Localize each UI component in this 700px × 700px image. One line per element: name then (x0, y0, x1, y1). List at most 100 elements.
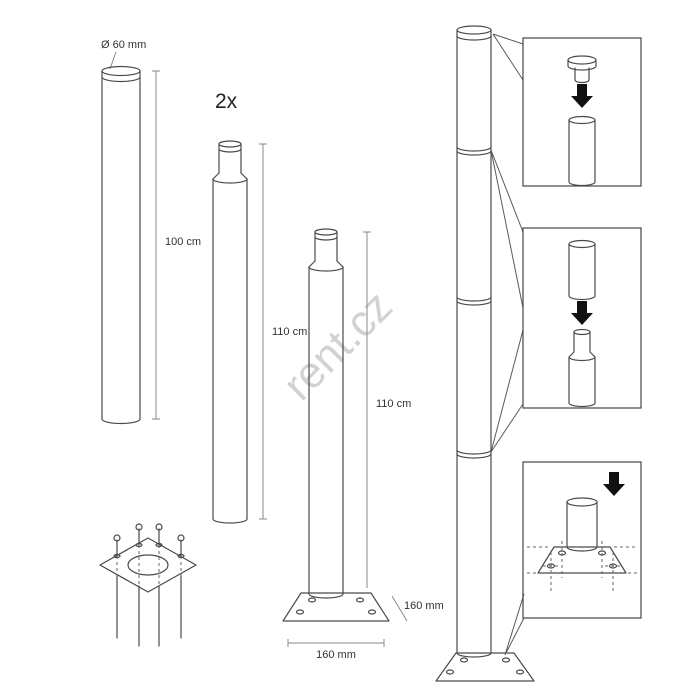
spigot-sides (218, 143, 242, 174)
detail-box-frame (522, 461, 642, 619)
stub-top-ellipse (566, 497, 598, 507)
tube-body (568, 119, 596, 187)
anchor-legs (116, 545, 182, 647)
joint-seam-middle (456, 296, 492, 306)
part-ground-anchor (99, 523, 197, 647)
tube-open-top (568, 115, 596, 125)
tube-top-rim (101, 76, 141, 83)
tube-top-ellipse (101, 65, 141, 77)
bolt-axis-lines (550, 541, 614, 592)
tube-body (568, 243, 596, 301)
detail-box-frame (522, 37, 642, 187)
tube-bottom-arc (212, 518, 248, 524)
bolt-hole (445, 669, 455, 675)
base-side-label: 160 mm (404, 600, 444, 612)
detail-box-frame (522, 227, 642, 409)
dimension-line (152, 70, 160, 420)
legs (116, 575, 182, 647)
pole-sides (456, 29, 492, 654)
spigot-top-ellipse (314, 228, 338, 236)
part-base-tube: 110 cm 160 mm 160 mm (282, 228, 444, 661)
tube-bottom-arc (308, 593, 344, 599)
part-single-tube: Ø 60 mm 100 cm (101, 39, 201, 425)
insert-down-arrow-icon (571, 301, 593, 325)
spigot-sides (314, 231, 338, 262)
tube-sides (212, 178, 248, 520)
mount-down-arrow-icon (603, 472, 625, 496)
pole-top-ellipse (456, 25, 492, 35)
length-dimension: 110 cm (259, 143, 307, 520)
legs-hidden-segments (116, 545, 182, 586)
tube-sides (308, 266, 344, 595)
bolt-hole (459, 657, 469, 663)
joint-seam-upper (456, 146, 492, 156)
detail-box-cap-insertion (522, 37, 642, 187)
bolt-hole (501, 657, 511, 663)
spigot-top-ellipse (573, 328, 591, 336)
diameter-leader-line (109, 51, 117, 70)
cap-stem (574, 67, 590, 84)
shoulder-taper (212, 172, 248, 180)
tube-open-top (568, 239, 596, 249)
length-label: 100 cm (165, 236, 201, 248)
length-dimension: 110 cm (363, 231, 411, 588)
callout-base (504, 593, 525, 656)
stub-body (566, 501, 598, 552)
bolt-hole (515, 669, 525, 675)
cap-disc-side (567, 59, 597, 71)
pole-base-flange (435, 652, 535, 682)
part-extension-tube: 2x 110 cm (212, 90, 307, 524)
detail-box-segment-joint (522, 227, 642, 409)
joint-seam-lower (456, 449, 492, 459)
pole-stub (566, 497, 598, 552)
flange-plate (282, 592, 390, 622)
flange-plate (435, 652, 535, 682)
shoulder-arc (308, 266, 344, 272)
tube-bottom-arc (101, 418, 141, 425)
length-dimension: 100 cm (152, 70, 201, 420)
dimension-line (259, 143, 267, 520)
stud-nut (135, 523, 143, 531)
callout-upper-joint (490, 149, 524, 309)
tube-body (212, 140, 248, 524)
pole-top-rim (456, 35, 492, 41)
bolt-hole (367, 609, 377, 615)
anchor-center-hole (127, 554, 169, 576)
stud-bolts (116, 528, 182, 557)
quantity-label: 2x (215, 90, 238, 113)
tube-body (568, 356, 596, 408)
bolt-hole (295, 609, 305, 615)
base-front-dimension: 160 mm (287, 639, 385, 661)
detail-box-base-mounting (522, 461, 642, 619)
pole-bottom-arc (456, 652, 492, 658)
callout-lines (490, 33, 525, 656)
dimension-line (363, 231, 371, 588)
spigot-rim (314, 236, 338, 241)
base-flange (282, 592, 390, 622)
tube-body (308, 228, 344, 599)
spigot-top-ellipse (218, 140, 242, 148)
stud-nut (155, 523, 163, 531)
diameter-label: Ø 60 mm (101, 39, 146, 51)
receiving-tube (568, 115, 596, 187)
tube-body (101, 65, 141, 425)
anchor-bolt-axes (527, 541, 637, 592)
anchor-plate (99, 537, 197, 593)
bolt-hole (307, 597, 317, 603)
base-side-dimension: 160 mm (391, 595, 444, 622)
lower-segment (568, 328, 596, 408)
stud-nut (177, 534, 185, 542)
cap-piece (567, 55, 597, 84)
flange-plate (537, 546, 627, 574)
bolt-hole (355, 597, 365, 603)
stud-nut (113, 534, 121, 542)
upper-segment (568, 239, 596, 301)
length-label: 110 cm (376, 398, 411, 410)
callout-top-cap (492, 33, 524, 81)
length-label: 110 cm (272, 326, 307, 338)
dimension-line (287, 639, 385, 647)
tube-sides (101, 70, 141, 420)
insert-down-arrow-icon (571, 84, 593, 108)
spigot-rim (218, 148, 242, 153)
